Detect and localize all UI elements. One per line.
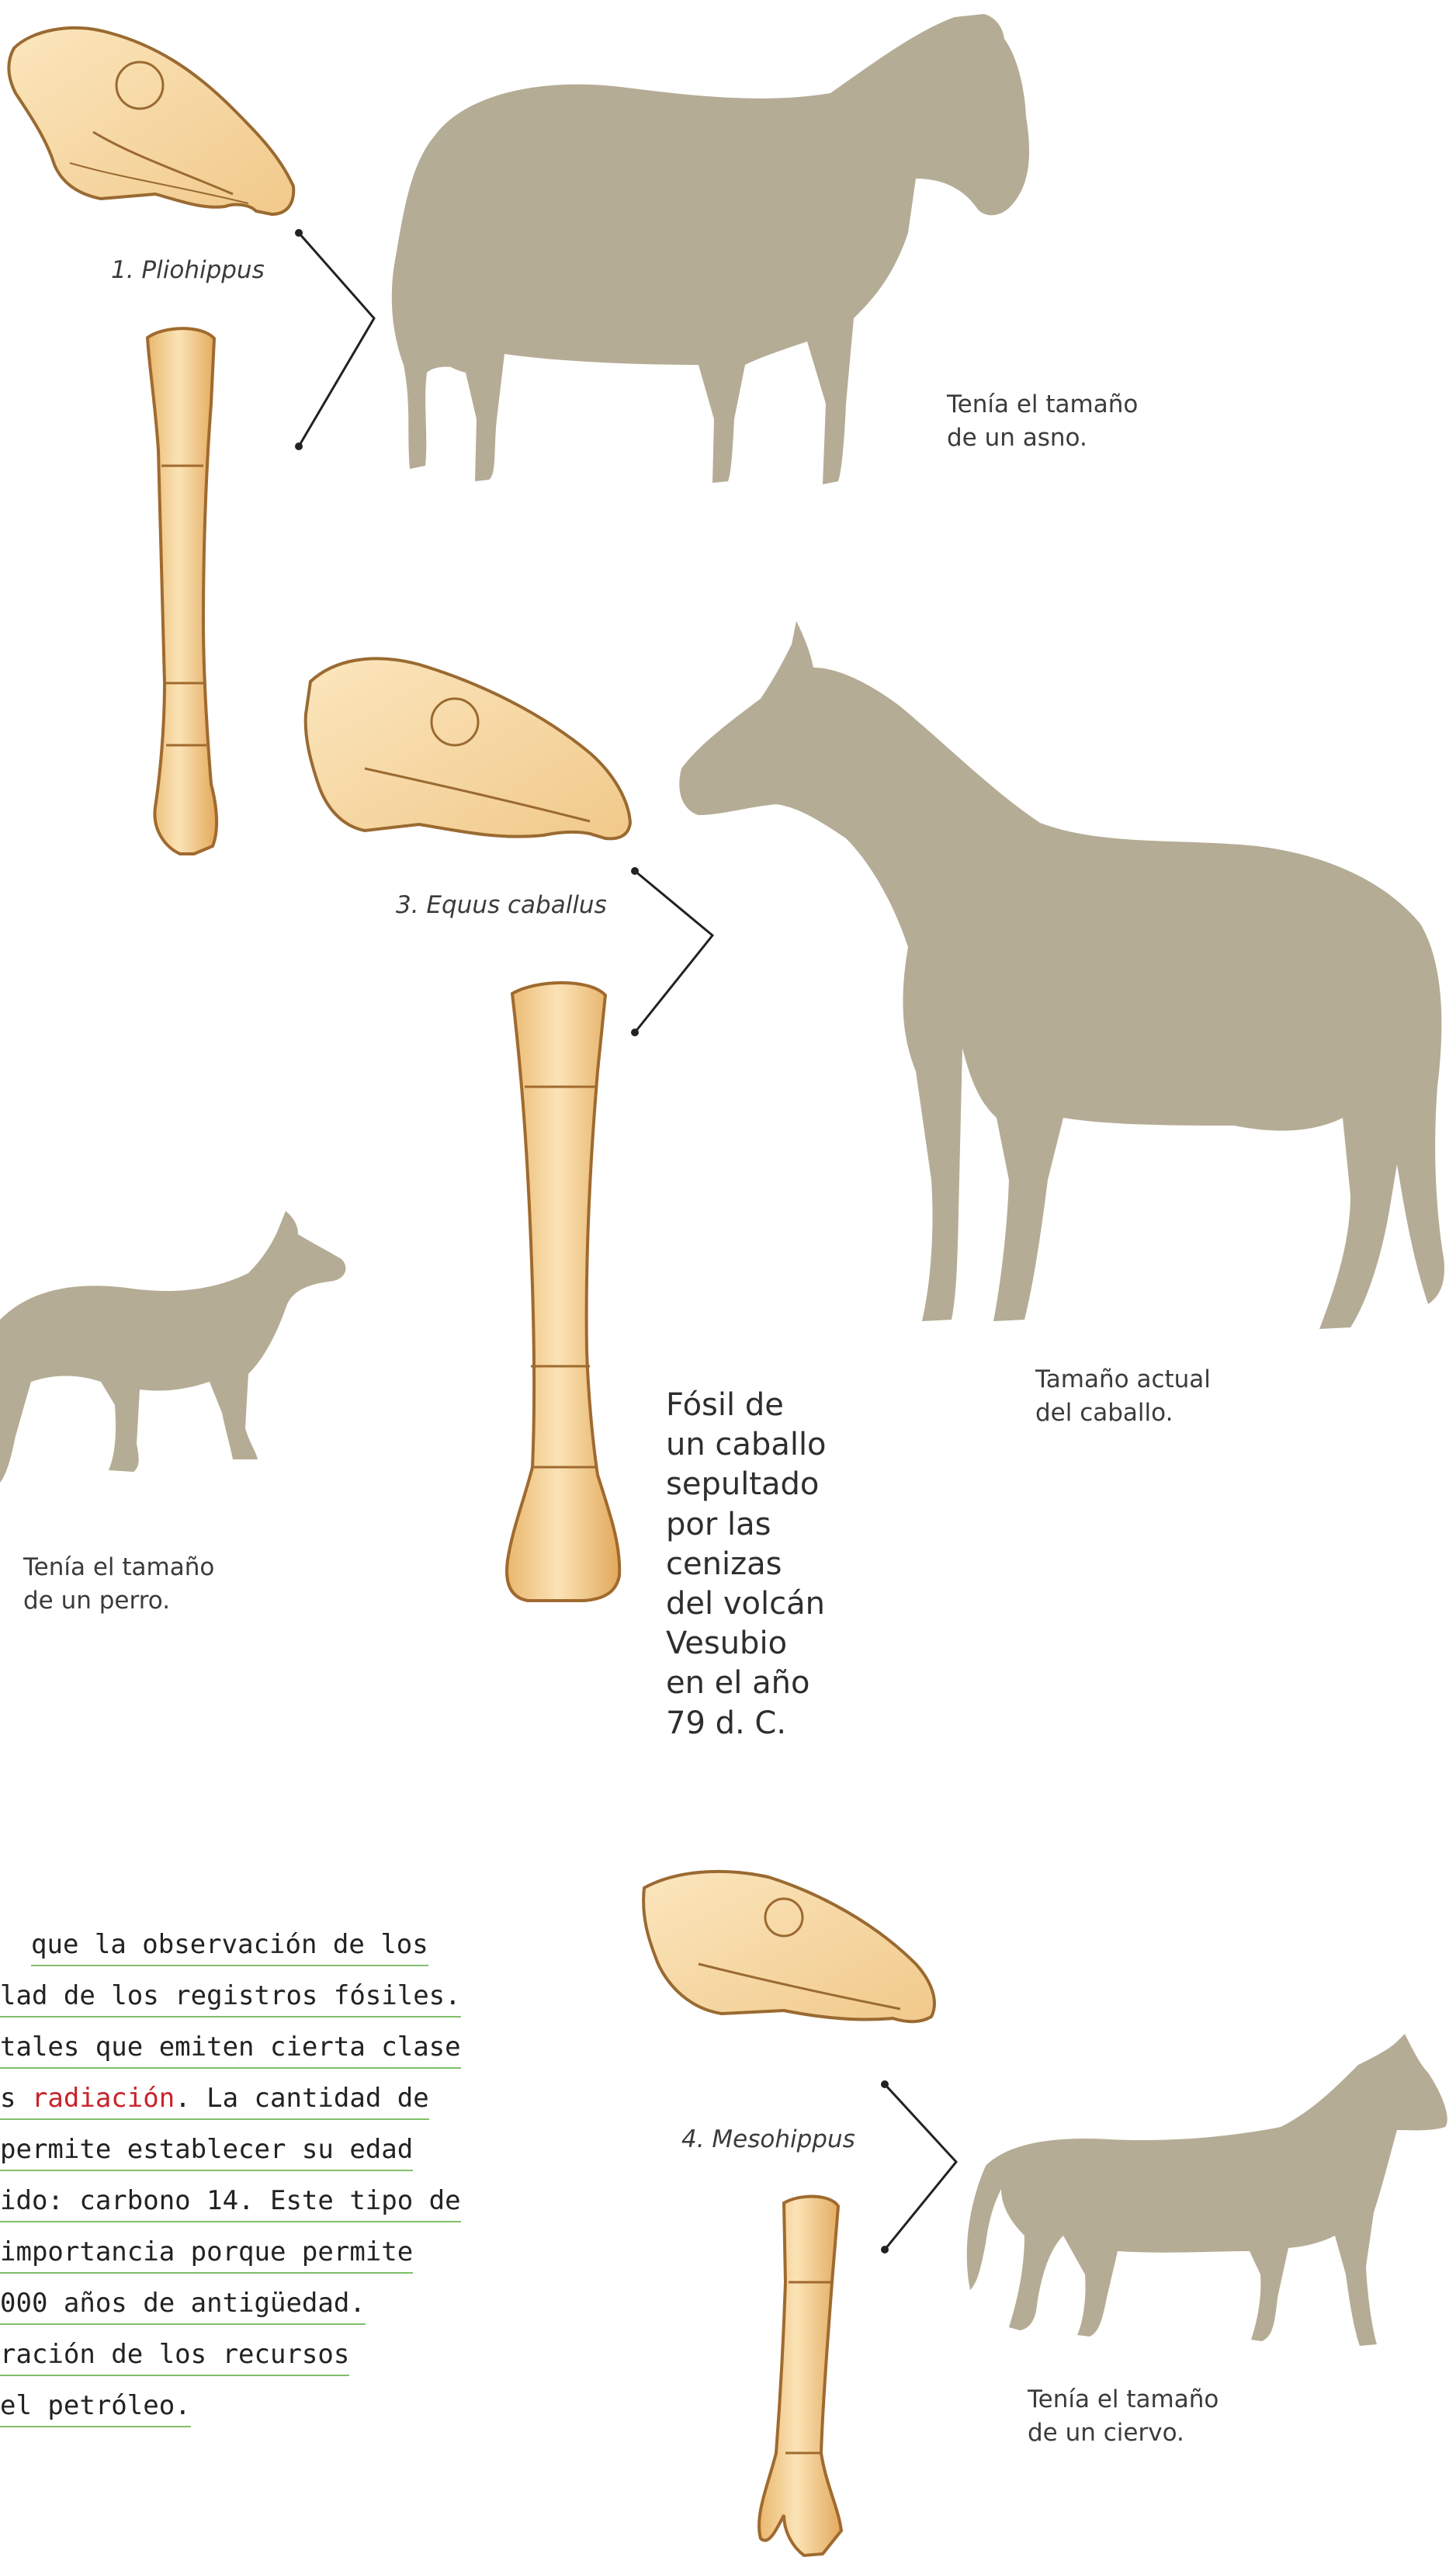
deer-size-caption: Tenía el tamaño de un ciervo. (1028, 2383, 1219, 2450)
caption-line: Tenía el tamaño (23, 1551, 214, 1584)
body-line-text: lad de los registros fósiles. (0, 1972, 461, 2018)
body-line-text: tales que emiten cierta clase (0, 2024, 461, 2069)
pliohippus-skull (9, 28, 293, 214)
caption-line: de un asno. (947, 422, 1138, 455)
donkey-silhouette (392, 14, 1029, 484)
body-line-text: que la observación de los (31, 1921, 428, 1966)
mesohippus-connector (881, 2080, 956, 2253)
body-paragraph: que la observación de los lad de los reg… (0, 1921, 466, 2434)
horse-size-caption: Tamaño actual del caballo. (1035, 1363, 1211, 1430)
body-line-text: permite establecer su edad (0, 2126, 413, 2171)
body-line-text: ración de los recursos (0, 2331, 349, 2376)
pliohippus-leg-bone (147, 328, 217, 854)
fossil-note-line: sepultado (666, 1465, 827, 1504)
fossil-note: Fósil de un caballo sepultado por las ce… (666, 1386, 827, 1743)
fossil-note-line: un caballo (666, 1425, 827, 1465)
body-line-text: 000 años de antigüedad. (0, 2280, 366, 2325)
pliohippus-connector (295, 229, 374, 450)
pliohippus-label: 1. Pliohippus (111, 256, 265, 284)
mesohippus-label: 4. Mesohippus (681, 2125, 855, 2153)
caption-line: de un ciervo. (1028, 2417, 1219, 2450)
body-line: s radiación. La cantidad de (0, 2075, 466, 2126)
fossil-note-line: por las (666, 1505, 827, 1545)
caption-line: Tenía el tamaño (947, 388, 1138, 422)
donkey-size-caption: Tenía el tamaño de un asno. (947, 388, 1138, 455)
dog-size-caption: Tenía el tamaño de un perro. (23, 1551, 214, 1618)
body-line-text: s radiación. La cantidad de (0, 2075, 429, 2120)
fossil-note-line: Vesubio (666, 1624, 827, 1664)
caption-line: de un perro. (23, 1584, 214, 1618)
body-line: importancia porque permite (0, 2229, 466, 2280)
equus-label: 3. Equus caballus (396, 891, 607, 919)
body-line-text: importancia porque permite (0, 2229, 413, 2274)
fossil-note-line: en el año (666, 1664, 827, 1703)
radiacion-term: radiación (32, 2083, 175, 2114)
fossil-note-line: del volcán (666, 1584, 827, 1624)
body-line: 000 años de antigüedad. (0, 2280, 466, 2331)
mesohippus-leg-bone (759, 2196, 841, 2555)
fossil-note-line: cenizas (666, 1545, 827, 1584)
body-line: que la observación de los (0, 1921, 466, 1972)
equus-leg-bone (507, 983, 619, 1601)
deer-sized-silhouette (967, 2034, 1447, 2346)
body-line-text: ido: carbono 14. Este tipo de (0, 2177, 461, 2222)
dog-sized-silhouette (0, 1211, 345, 1483)
caption-line: del caballo. (1035, 1396, 1211, 1430)
body-line: el petróleo. (0, 2382, 466, 2434)
fossil-note-line: Fósil de (666, 1386, 827, 1425)
horse-silhouette (679, 621, 1444, 1329)
body-line-text: el petróleo. (0, 2382, 191, 2427)
caption-line: Tenía el tamaño (1028, 2383, 1219, 2417)
body-line-part: s (0, 2083, 32, 2114)
equus-skull (306, 658, 630, 838)
caption-line: Tamaño actual (1035, 1363, 1211, 1396)
body-line: tales que emiten cierta clase (0, 2024, 466, 2075)
mesohippus-skull (643, 1872, 934, 2021)
body-line: lad de los registros fósiles. (0, 1972, 466, 2024)
body-line: permite establecer su edad (0, 2126, 466, 2177)
fossil-note-line: 79 d. C. (666, 1704, 827, 1743)
body-line: ración de los recursos (0, 2331, 466, 2382)
body-line-part: . La cantidad de (175, 2083, 429, 2114)
body-line: ido: carbono 14. Este tipo de (0, 2177, 466, 2229)
equus-connector (631, 867, 712, 1036)
